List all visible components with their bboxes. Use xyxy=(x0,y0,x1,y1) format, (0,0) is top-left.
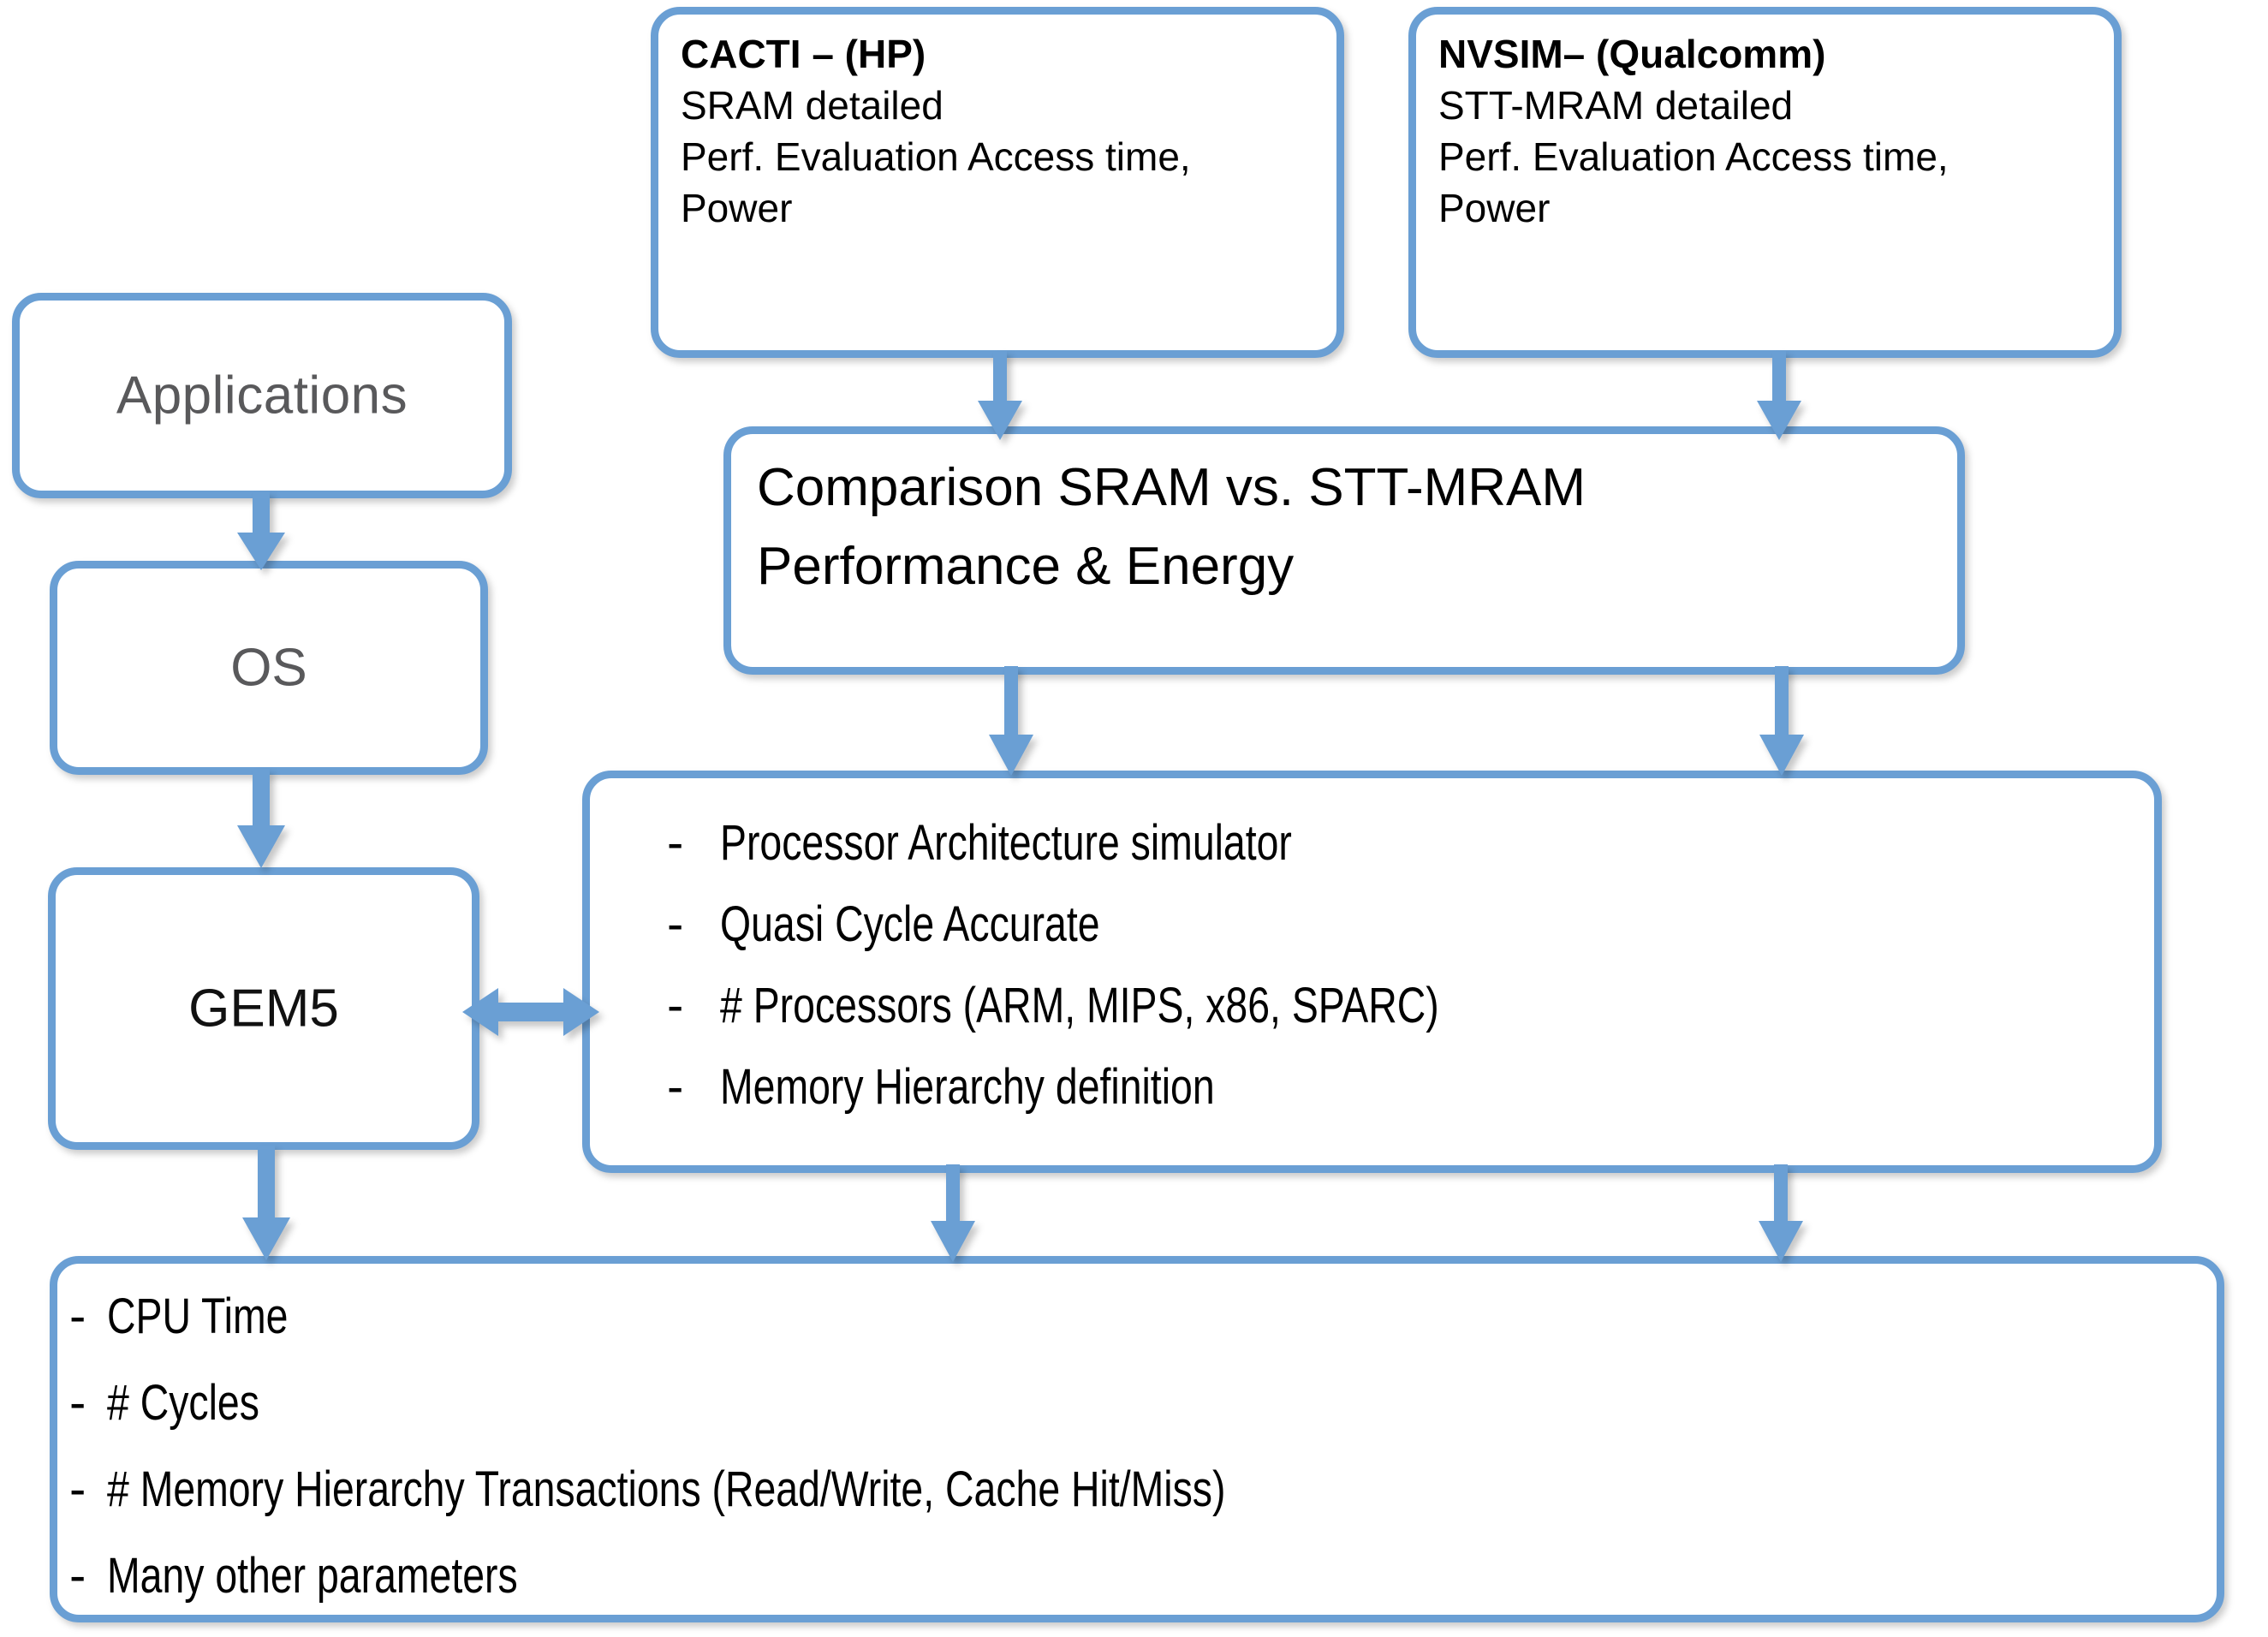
comparison-line-1: Comparison SRAM vs. STT-MRAM xyxy=(757,458,1586,517)
output-bullet-0: - CPU Time xyxy=(69,1288,2200,1345)
arrow-simulator-to-output-right-icon xyxy=(1744,1164,1818,1265)
cacti-heading: CACTI – (HP) xyxy=(681,32,926,76)
simulator-box-content: - Processor Architecture simulator - Qua… xyxy=(590,778,2154,1165)
bullet-mark-icon: - xyxy=(667,815,684,871)
bullet-mark-icon: - xyxy=(667,978,684,1033)
comparison-box-content: Comparison SRAM vs. STT-MRAM Performance… xyxy=(731,434,1957,667)
os-label: OS xyxy=(230,638,307,698)
output-bullet-text-2: # Memory Hierarchy Transactions (Read/Wr… xyxy=(107,1461,1226,1517)
arrow-nvsim-to-comparison-icon xyxy=(1742,351,1816,443)
simulator-bullet-2: - # Processors (ARM, MIPS, x86, SPARC) xyxy=(667,977,2137,1034)
nvsim-line-2: Perf. Evaluation Access time, xyxy=(1438,134,1949,179)
nvsim-line-1: STT-MRAM detailed xyxy=(1438,82,1794,128)
gem5-box: GEM5 xyxy=(48,867,479,1150)
simulator-box: - Processor Architecture simulator - Qua… xyxy=(582,771,2162,1173)
bullet-mark-icon: - xyxy=(69,1461,86,1517)
nvsim-heading: NVSIM– (Qualcomm) xyxy=(1438,32,1826,76)
bullet-mark-icon: - xyxy=(69,1289,86,1344)
arrow-comparison-to-simulator-right-icon xyxy=(1745,666,1819,779)
cacti-box-content: CACTI – (HP) SRAM detailed Perf. Evaluat… xyxy=(658,15,1336,350)
arrow-applications-to-os-icon xyxy=(224,491,298,574)
cacti-line-3: Power xyxy=(681,185,793,230)
output-bullet-text-3: Many other parameters xyxy=(107,1548,518,1604)
bullet-mark-icon: - xyxy=(667,896,684,952)
nvsim-box-content: NVSIM– (Qualcomm) STT-MRAM detailed Perf… xyxy=(1416,15,2114,350)
arrow-cacti-to-comparison-icon xyxy=(963,351,1037,443)
os-box: OS xyxy=(50,561,488,775)
bullet-mark-icon: - xyxy=(69,1548,86,1604)
simulator-bullet-text-0: Processor Architecture simulator xyxy=(720,815,1292,871)
simulator-bullet-1: - Quasi Cycle Accurate xyxy=(667,896,2137,953)
nvsim-box: NVSIM– (Qualcomm) STT-MRAM detailed Perf… xyxy=(1408,7,2122,358)
simulator-bullet-text-1: Quasi Cycle Accurate xyxy=(720,896,1100,952)
gem5-label: GEM5 xyxy=(188,979,339,1039)
simulator-bullet-text-2: # Processors (ARM, MIPS, x86, SPARC) xyxy=(720,978,1439,1033)
arrow-gem5-simulator-link-icon xyxy=(462,976,599,1048)
arrow-comparison-to-simulator-left-icon xyxy=(974,666,1048,779)
simulator-bullet-0: - Processor Architecture simulator xyxy=(667,814,2137,872)
applications-box: Applications xyxy=(12,293,512,498)
output-bullet-text-1: # Cycles xyxy=(107,1375,259,1431)
cacti-line-1: SRAM detailed xyxy=(681,82,944,128)
output-box: - CPU Time - # Cycles - # Memory Hierarc… xyxy=(50,1256,2224,1622)
output-box-content: - CPU Time - # Cycles - # Memory Hierarc… xyxy=(57,1264,2217,1615)
bullet-mark-icon: - xyxy=(69,1375,86,1431)
output-bullet-3: - Many other parameters xyxy=(69,1547,2200,1604)
nvsim-line-3: Power xyxy=(1438,185,1551,230)
cacti-line-2: Perf. Evaluation Access time, xyxy=(681,134,1191,179)
simulator-bullet-text-3: Memory Hierarchy definition xyxy=(720,1059,1215,1115)
cacti-box: CACTI – (HP) SRAM detailed Perf. Evaluat… xyxy=(651,7,1344,358)
arrow-simulator-to-output-left-icon xyxy=(916,1164,990,1265)
comparison-line-2: Performance & Energy xyxy=(757,537,1295,597)
applications-label: Applications xyxy=(116,366,408,426)
comparison-box: Comparison SRAM vs. STT-MRAM Performance… xyxy=(723,426,1965,675)
output-bullet-1: - # Cycles xyxy=(69,1374,2200,1432)
output-bullet-text-0: CPU Time xyxy=(107,1289,289,1344)
arrow-os-to-gem5-icon xyxy=(224,769,298,872)
output-bullet-2: - # Memory Hierarchy Transactions (Read/… xyxy=(69,1461,2200,1518)
bullet-mark-icon: - xyxy=(667,1059,684,1115)
arrow-gem5-to-output-icon xyxy=(229,1146,303,1264)
simulator-bullet-3: - Memory Hierarchy definition xyxy=(667,1058,2137,1116)
